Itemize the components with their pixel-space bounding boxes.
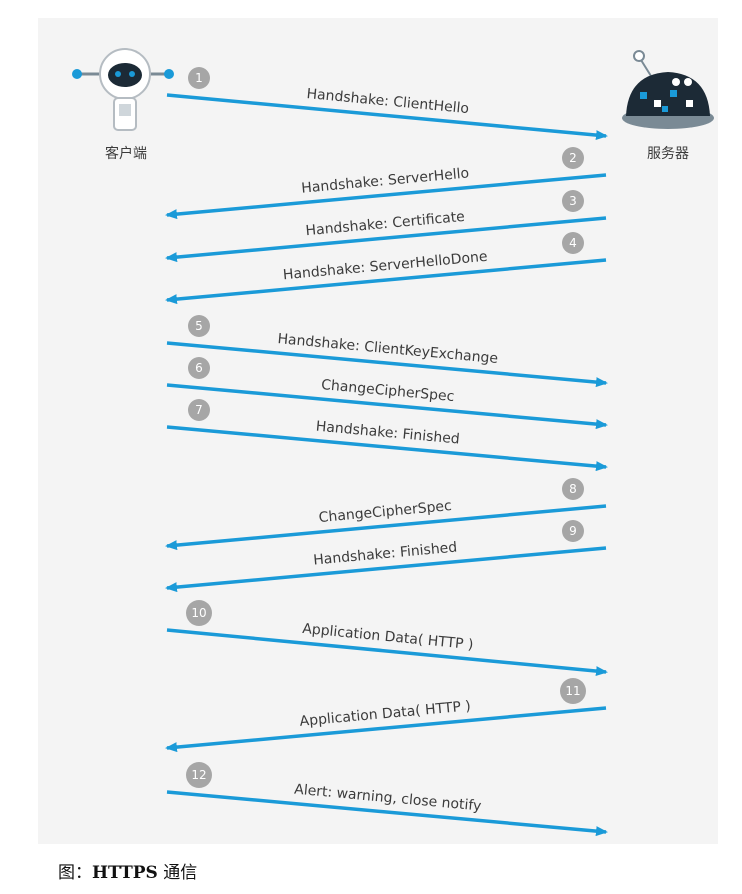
step-number-4: 4 <box>569 236 577 250</box>
step-badge-8 <box>562 478 584 500</box>
client-robot-icon <box>72 48 174 131</box>
step-number-9: 9 <box>569 524 577 538</box>
step-badge-12 <box>186 762 212 788</box>
step-number-3: 3 <box>569 194 577 208</box>
message-arrow-6 <box>166 383 608 430</box>
step-number-8: 8 <box>569 482 577 496</box>
step-badge-4 <box>562 232 584 254</box>
step-number-11: 11 <box>565 684 580 698</box>
step-badge-3 <box>562 190 584 212</box>
message-label-12: Alert: warning, close notify <box>294 782 482 815</box>
caption-prefix: 图： <box>58 863 92 883</box>
message-label-11: Application Data( HTTP ) <box>299 698 472 730</box>
message-label-10: Application Data( HTTP ) <box>302 621 475 653</box>
message-arrow-5 <box>166 341 608 388</box>
caption-suffix: 通信 <box>157 863 198 883</box>
diagram-panel <box>38 18 718 844</box>
client-label: 客户端 <box>105 145 147 162</box>
message-arrow-9 <box>165 546 607 593</box>
step-number-6: 6 <box>195 361 203 375</box>
figure-caption: 图：HTTPS 通信 <box>58 858 197 883</box>
step-badge-10 <box>186 600 212 626</box>
message-label-1: Handshake: ClientHello <box>306 86 470 117</box>
step-badge-2 <box>562 147 584 169</box>
server-robot-icon <box>622 50 714 129</box>
message-label-4: Handshake: ServerHelloDone <box>282 249 488 284</box>
caption-bold: HTTPS <box>92 863 158 883</box>
message-arrow-10 <box>166 628 608 677</box>
message-arrow-3 <box>165 216 607 263</box>
step-number-2: 2 <box>569 151 577 165</box>
step-badge-11 <box>560 678 586 704</box>
step-number-12: 12 <box>191 768 206 782</box>
step-number-5: 5 <box>195 319 203 333</box>
step-number-1: 1 <box>195 71 203 85</box>
step-badge-9 <box>562 520 584 542</box>
message-arrow-4 <box>165 258 607 305</box>
step-number-7: 7 <box>195 403 203 417</box>
step-badge-5 <box>188 315 210 337</box>
step-badge-6 <box>188 357 210 379</box>
step-badge-1 <box>188 67 210 89</box>
server-label: 服务器 <box>647 146 689 162</box>
message-arrow-1 <box>166 93 608 141</box>
message-label-2: Handshake: ServerHello <box>301 165 470 196</box>
message-arrow-12 <box>166 790 608 837</box>
message-arrow-11 <box>165 706 607 753</box>
message-arrow-2 <box>165 173 607 220</box>
step-number-10: 10 <box>191 606 206 620</box>
step-badge-7 <box>188 399 210 421</box>
message-arrow-8 <box>165 504 607 551</box>
message-arrow-7 <box>166 425 608 472</box>
